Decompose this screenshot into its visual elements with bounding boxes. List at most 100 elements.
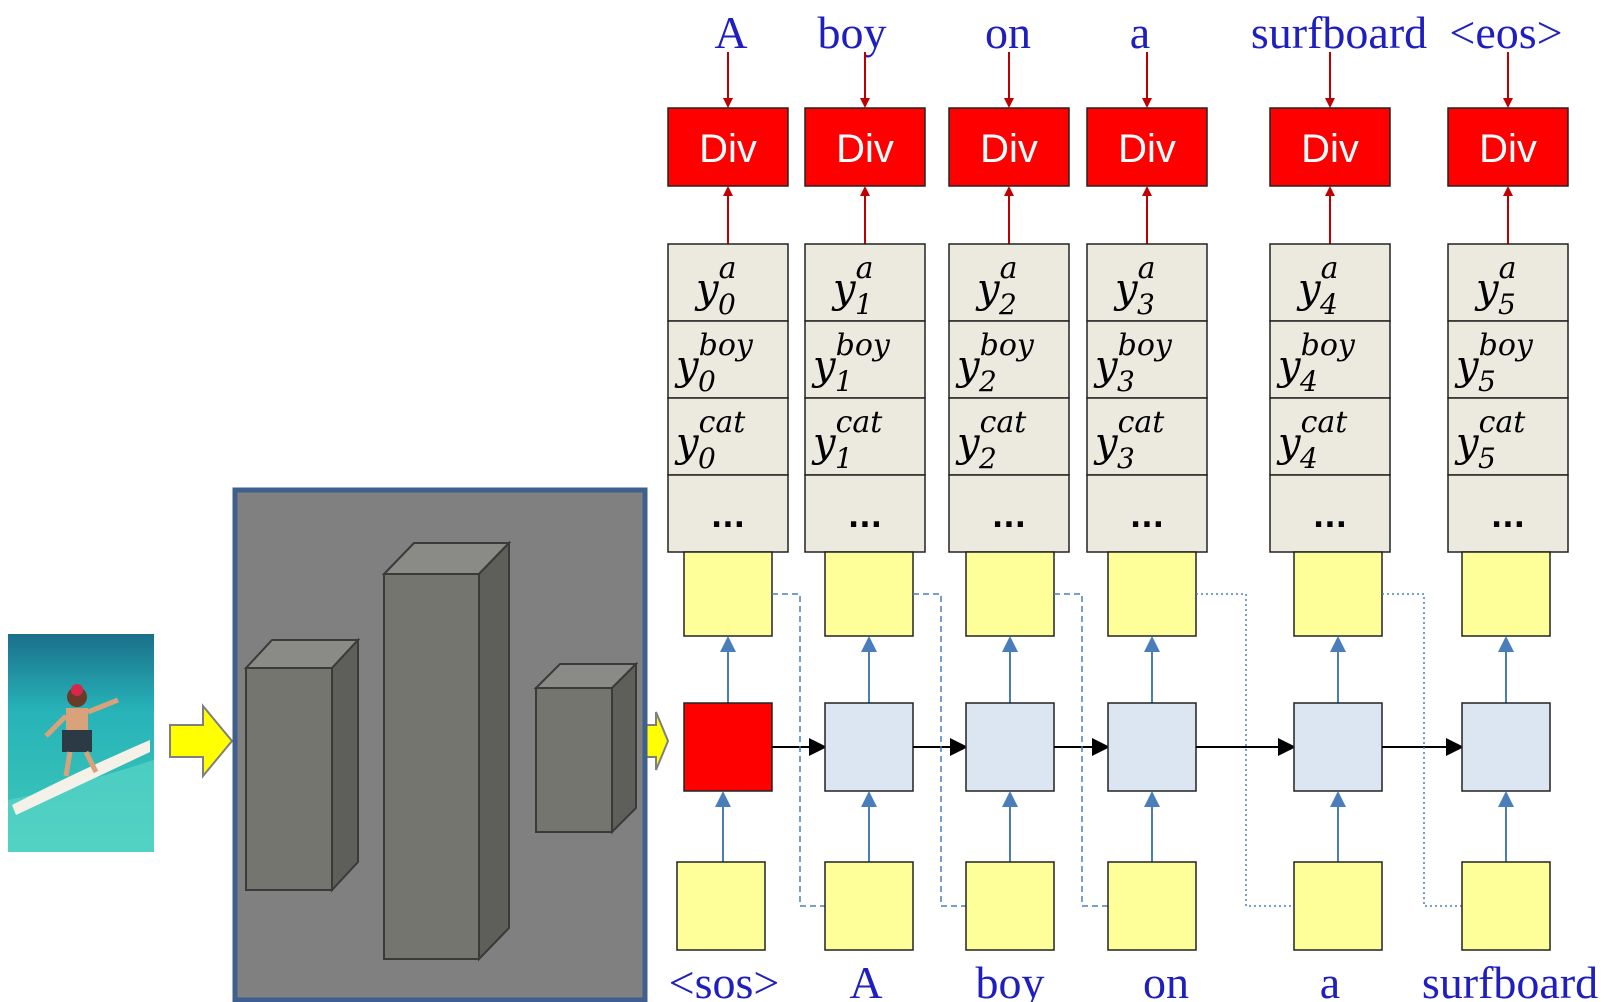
output-embedding-box xyxy=(1107,551,1197,637)
div-box xyxy=(1086,107,1208,187)
div-label: Div xyxy=(836,127,894,171)
output-cell xyxy=(948,320,1070,399)
top-word: boy xyxy=(818,7,887,58)
output-cell xyxy=(804,243,926,322)
input-arrow-icon xyxy=(169,703,234,779)
input-embedding-box xyxy=(1461,861,1551,951)
output-cell xyxy=(1269,320,1391,399)
surfer-photo xyxy=(8,634,154,852)
output-embedding-box xyxy=(1293,551,1383,637)
div-box xyxy=(1269,107,1391,187)
feedback-path xyxy=(772,593,825,907)
output-cell xyxy=(948,474,1070,553)
output-cell xyxy=(804,320,926,399)
output-ellipsis: ... xyxy=(848,500,882,535)
input-embedding-box xyxy=(1107,861,1197,951)
hidden-state xyxy=(1293,702,1383,792)
output-cell xyxy=(667,320,789,399)
div-box xyxy=(804,107,926,187)
output-cell xyxy=(1086,474,1208,553)
top-word: a xyxy=(1130,7,1150,58)
bottom-word: on xyxy=(1143,957,1189,1002)
div-box xyxy=(1447,107,1569,187)
output-cell xyxy=(667,243,789,322)
top-word: on xyxy=(985,7,1031,58)
feedback-path xyxy=(1054,593,1108,907)
output-cell xyxy=(804,474,926,553)
div-box xyxy=(667,107,789,187)
output-cell xyxy=(1447,320,1569,399)
bottom-word: boy xyxy=(976,957,1045,1002)
initial-hidden-state xyxy=(683,702,773,792)
output-embedding-box xyxy=(1461,551,1551,637)
bottom-word: <sos> xyxy=(669,957,780,1002)
output-embedding-box xyxy=(683,551,773,637)
top-word: surfboard xyxy=(1251,7,1427,58)
output-embedding-box xyxy=(965,551,1055,637)
input-embedding-box xyxy=(676,861,766,951)
output-ellipsis: ... xyxy=(1491,500,1525,535)
cnn-encoder-block xyxy=(232,487,648,1002)
output-embedding-box xyxy=(824,551,914,637)
hidden-state xyxy=(824,702,914,792)
feature-arrow-icon xyxy=(645,711,670,771)
output-cell xyxy=(1269,474,1391,553)
output-cell xyxy=(804,397,926,476)
feedback-path xyxy=(1196,593,1294,907)
bottom-word: A xyxy=(849,957,882,1002)
div-box xyxy=(948,107,1070,187)
div-label: Div xyxy=(1118,127,1176,171)
output-cell xyxy=(1269,397,1391,476)
output-cell xyxy=(1447,397,1569,476)
div-label: Div xyxy=(1301,127,1359,171)
output-cell xyxy=(1086,320,1208,399)
output-ellipsis: ... xyxy=(1130,500,1164,535)
output-ellipsis: ... xyxy=(992,500,1026,535)
bottom-word: surfboard xyxy=(1422,957,1598,1002)
output-ellipsis: ... xyxy=(711,500,745,535)
input-embedding-box xyxy=(1293,861,1383,951)
top-word: A xyxy=(714,7,747,58)
output-cell xyxy=(667,474,789,553)
input-embedding-box xyxy=(824,861,914,951)
feedback-path xyxy=(1382,593,1462,907)
div-label: Div xyxy=(980,127,1038,171)
output-cell xyxy=(1447,474,1569,553)
output-cell xyxy=(948,243,1070,322)
hidden-state xyxy=(965,702,1055,792)
input-embedding-box xyxy=(965,861,1055,951)
bottom-word: a xyxy=(1320,957,1340,1002)
output-cell xyxy=(1447,243,1569,322)
hidden-state xyxy=(1107,702,1197,792)
output-ellipsis: ... xyxy=(1313,500,1347,535)
hidden-state xyxy=(1461,702,1551,792)
div-label: Div xyxy=(1479,127,1537,171)
output-cell xyxy=(1269,243,1391,322)
feedback-path xyxy=(913,593,966,907)
output-cell xyxy=(667,397,789,476)
output-cell xyxy=(1086,397,1208,476)
top-word: <eos> xyxy=(1449,7,1562,58)
output-cell xyxy=(1086,243,1208,322)
div-label: Div xyxy=(699,127,757,171)
